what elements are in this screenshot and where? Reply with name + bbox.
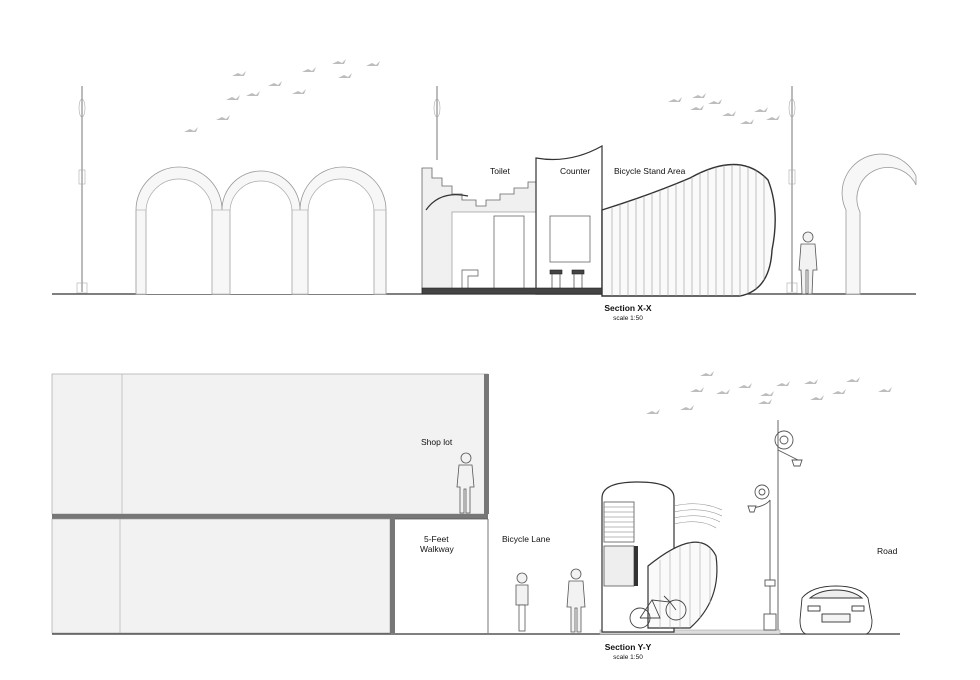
lamp-post-left <box>76 86 88 294</box>
birds-flock-yy <box>646 371 892 414</box>
street-lamp-left <box>747 484 777 631</box>
bicycle-icon <box>629 595 687 629</box>
lamp-post-right <box>786 86 798 294</box>
counter-window <box>549 215 591 263</box>
person-figure-xx <box>798 231 818 295</box>
label-bicycle-stand-area: Bicycle Stand Area <box>614 166 686 176</box>
label-walkway-line2: Walkway <box>420 544 454 554</box>
label-counter: Counter <box>560 166 590 176</box>
label-bicycle-lane: Bicycle Lane <box>502 534 550 544</box>
label-road: Road <box>877 546 898 556</box>
person-upper-floor <box>456 452 475 514</box>
kiosk-elevation <box>601 481 723 633</box>
section-xx-scale: scale 1:50 <box>613 315 643 322</box>
label-shop-lot: Shop lot <box>421 437 453 447</box>
section-yy-scale: scale 1:50 <box>613 654 643 661</box>
section-xx-title: Section X-X <box>604 303 652 313</box>
section-yy-title: Section Y-Y <box>605 642 652 652</box>
label-walkway-line1: 5-Feet <box>424 534 449 544</box>
shop-lot-building <box>51 373 489 634</box>
street-lamp-right <box>774 420 803 630</box>
birds-flock-xx <box>184 59 780 132</box>
toilet-door <box>493 215 525 291</box>
person-standing-yy <box>566 568 586 633</box>
kiosk-building-section <box>421 144 603 295</box>
car-front-view <box>799 585 873 635</box>
colonnade-arches <box>135 166 387 295</box>
partial-arch-right <box>841 153 917 295</box>
label-toilet: Toilet <box>490 166 510 176</box>
bicycle-stand-canopy <box>601 163 776 297</box>
section-yy: Shop lot 5-Feet Walkway Bicycle Lane Roa… <box>51 371 900 661</box>
lamp-post-center <box>433 86 441 160</box>
section-xx: Toilet Counter Bicycle Stand Area Sectio… <box>52 59 917 322</box>
cyclist-figure <box>515 572 529 632</box>
